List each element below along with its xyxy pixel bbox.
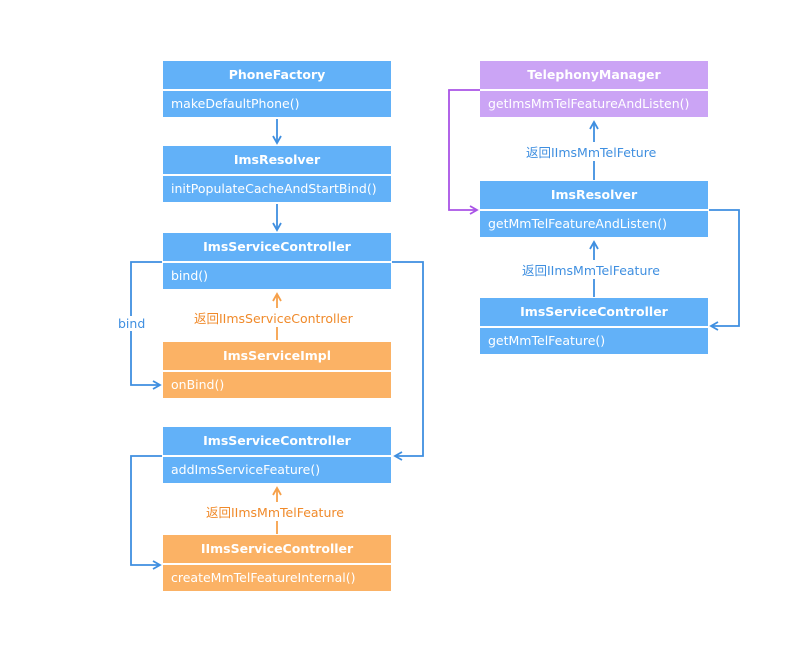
box-title: IImsServiceController [200,541,354,556]
imsservicecontroller-right-box: ImsServiceController getMmTelFeature() [480,298,708,354]
box-method: getMmTelFeature() [488,333,606,348]
bind-label: bind [117,316,147,331]
box-title: ImsResolver [233,152,321,167]
imsresolver-right-box: ImsResolver getMmTelFeatureAndListen() [480,181,708,237]
return-iimsmmtelfeature-right-label: 返回IImsMmTelFeature [522,260,660,279]
return-iimsmmtelfeature-left-label: 返回IImsMmTelFeature [206,502,344,521]
imsservicecontroller-1-box: ImsServiceController bind() [163,233,391,289]
arrow-telephonymanager-to-imsresolver [448,89,480,215]
return-iimsservicecontroller-label: 返回IImsServiceController [194,308,353,327]
box-method: createMmTelFeatureInternal() [171,570,356,585]
box-title: ImsResolver [550,187,638,202]
box-title: ImsServiceImpl [223,348,331,363]
box-title: TelephonyManager [527,67,661,82]
iimsservicecontroller-box: IImsServiceController createMmTelFeature… [163,535,391,591]
box-title: ImsServiceController [203,239,351,254]
imsserviceimpl-box: ImsServiceImpl onBind() [163,342,391,398]
phonefactory-box: PhoneFactory makeDefaultPhone() [163,61,391,117]
box-method: getMmTelFeatureAndListen() [488,216,668,231]
box-method: getImsMmTelFeatureAndListen() [488,96,690,111]
arrow-controller1-to-controller2 [392,261,424,461]
box-method: makeDefaultPhone() [171,96,300,111]
box-method: addImsServiceFeature() [171,462,321,477]
box-method: bind() [171,268,209,283]
box-method: onBind() [171,377,225,392]
box-title: ImsServiceController [203,433,351,448]
return-iimsmmtelfeture-right-label: 返回IImsMmTelFeture [526,142,657,161]
arrow-controller2-to-iimsservicecontroller [130,455,162,570]
arrow-imsresolver-to-controller-right [709,209,740,331]
imsservicecontroller-2-box: ImsServiceController addImsServiceFeatur… [163,427,391,483]
box-title: ImsServiceController [520,304,668,319]
telephonymanager-box: TelephonyManager getImsMmTelFeatureAndLi… [480,61,708,117]
box-method: initPopulateCacheAndStartBind() [171,181,377,196]
imsresolver-left-box: ImsResolver initPopulateCacheAndStartBin… [163,146,391,202]
box-title: PhoneFactory [228,67,326,82]
